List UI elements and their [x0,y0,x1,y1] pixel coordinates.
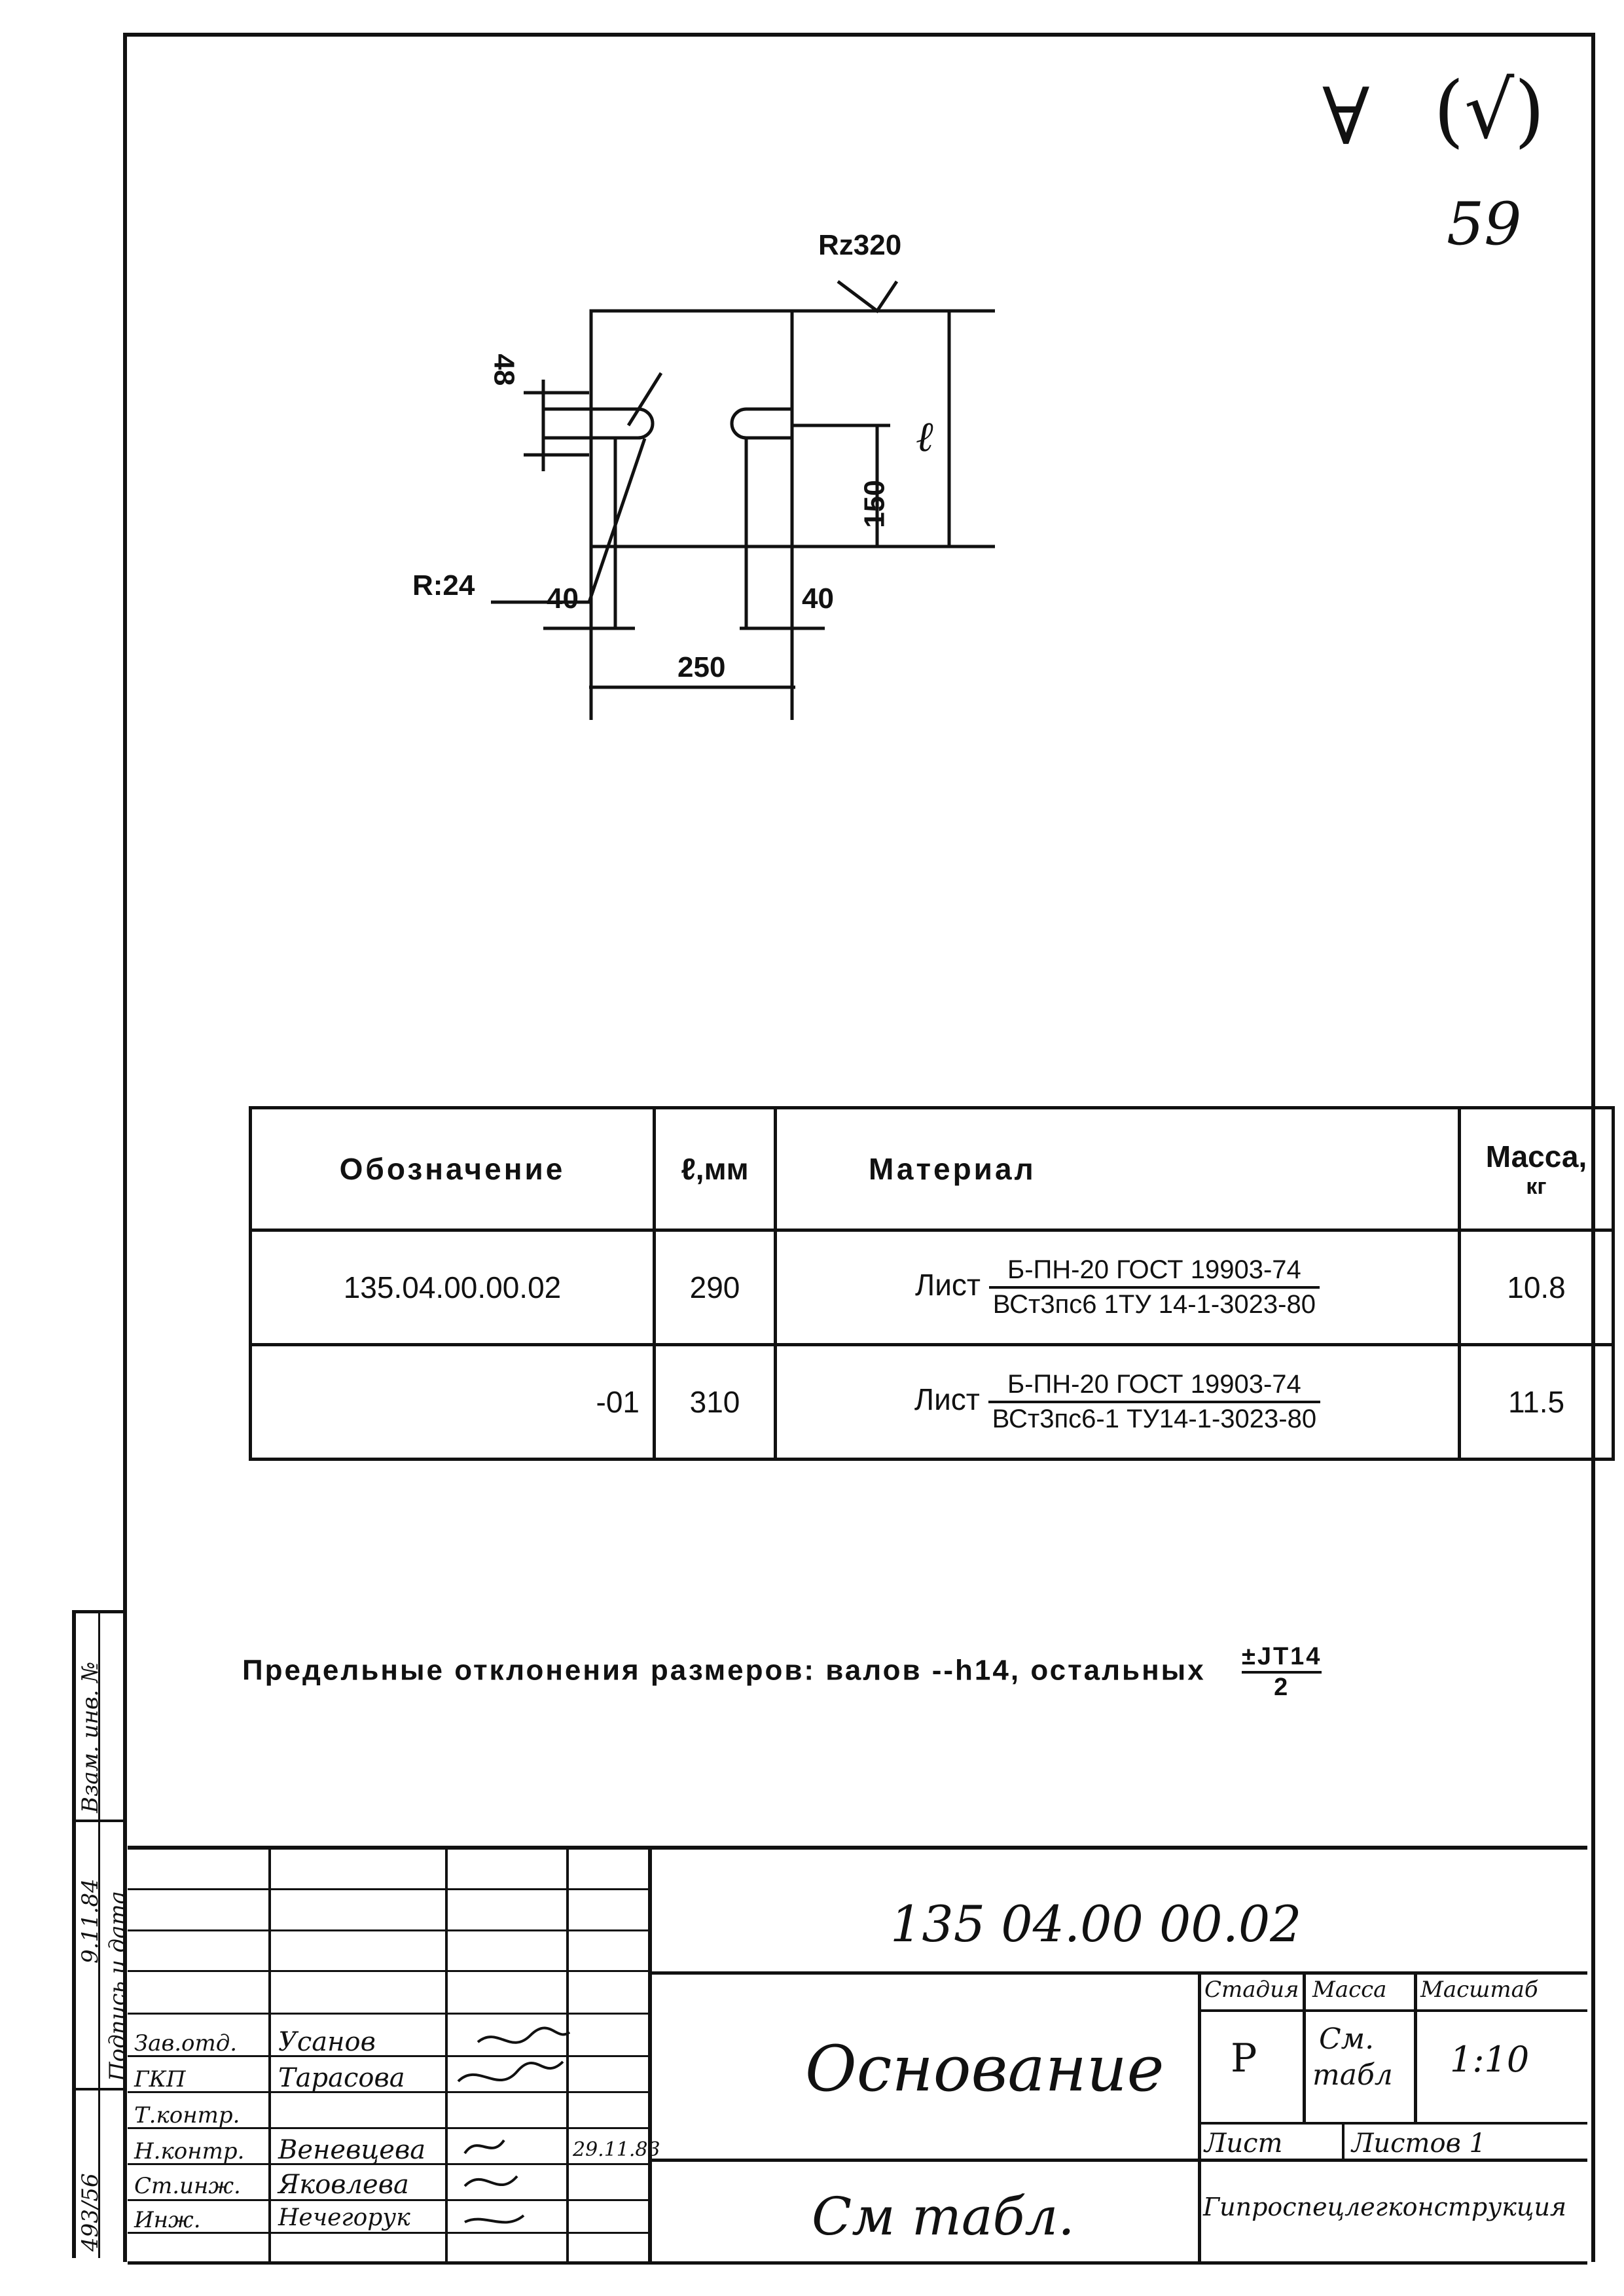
stamp-inv-value: 493/56 [77,2173,103,2251]
material-prefix: Лист [914,1382,980,1417]
dim-total-width: 250 [677,651,726,683]
header-mass-label: Масса, [1485,1139,1587,1174]
roughness-paren: (√) [1434,65,1545,156]
mass-value-top: См. [1319,2022,1375,2056]
dim-height: ℓ [916,412,935,461]
material-fraction: Б-ПН-20 ГОСТ 19903-74 ВСт3пс6 1ТУ 14-1-3… [988,1255,1320,1319]
part-drawing [491,280,995,720]
organization: Гипроспецлегконструкция [1203,2193,1567,2221]
material-prefix: Лист [915,1268,981,1302]
roughness-label: Rz320 [818,229,902,261]
scale-label: Масштаб [1420,1977,1538,2003]
spec-header-row: Обозначение ℓ,мм Материал Масса, кг [249,1106,1615,1232]
spec-table: Обозначение ℓ,мм Материал Масса, кг 135.… [249,1106,1615,1461]
sig-name: Яковлева [278,2170,409,2200]
sig-role: Ст.инж. [134,2173,241,2199]
mass-label: Масса [1312,1977,1387,2003]
material-top: Б-ПН-20 ГОСТ 19903-74 [988,1370,1321,1403]
tolerance-note: Предельные отклонения размеров: валов --… [242,1643,1322,1702]
stamp-label-inv: Взам. инв. № [77,1661,103,1813]
header-material: Материал [774,1106,1461,1232]
sig-role: Зав.отд. [134,2030,238,2056]
header-mass: Масса, кг [1458,1106,1615,1232]
sig-name: Веневцева [278,2135,426,2165]
material-ref: См табл. [812,2186,1075,2247]
material-fraction: Б-ПН-20 ГОСТ 19903-74 ВСт3пс6-1 ТУ14-1-3… [988,1370,1321,1434]
doc-number: 135 04.00 00.02 [890,1895,1302,1953]
material-bottom: ВСт3пс6 1ТУ 14-1-3023-80 [992,1290,1316,1319]
header-length: ℓ,мм [653,1106,777,1232]
signature-scribbles [457,2026,571,2224]
header-designation: Обозначение [249,1106,656,1232]
tolerance-fraction: ±JT14 2 [1241,1643,1322,1702]
sheet-label: Лист [1204,2128,1283,2159]
row-material: Лист Б-ПН-20 ГОСТ 19903-74 ВСт3пс6 1ТУ 1… [774,1229,1461,1346]
tolerance-fraction-bottom: 2 [1274,1674,1290,1701]
tolerance-fraction-top: ±JT14 [1241,1643,1322,1674]
header-mass-unit: кг [1526,1174,1547,1199]
stage-label: Стадия [1204,1977,1299,2003]
row-mass: 11.5 [1458,1343,1615,1461]
stamp-date-value: 9.11.84 [77,1878,103,1964]
tolerance-text: Предельные отклонения размеров: валов --… [242,1654,1206,1687]
table-row: -01 310 Лист Б-ПН-20 ГОСТ 19903-74 ВСт3п… [249,1343,1615,1461]
row-length: 310 [653,1343,777,1461]
stage-value: Р [1231,2036,1257,2081]
sheets-label: Листов 1 [1352,2128,1486,2159]
row-material: Лист Б-ПН-20 ГОСТ 19903-74 ВСт3пс6-1 ТУ1… [774,1343,1461,1461]
dim-slot-width: 48 [488,353,520,386]
sig-role: Инж. [134,2207,201,2233]
material-bottom: ВСт3пс6-1 ТУ14-1-3023-80 [992,1405,1317,1433]
row-designation: 135.04.00.00.02 [249,1229,656,1346]
page-number: 59 [1447,190,1522,259]
sig-name: Тарасова [278,2063,405,2093]
sig-role: Н.контр. [134,2138,245,2164]
roughness-symbol: ∀ [1322,72,1370,163]
sig-date: 29.11.83 [573,2138,660,2161]
row-designation: -01 [249,1343,656,1461]
sig-name: Усанов [278,2027,376,2057]
sig-role: ГКП [134,2066,186,2092]
row-length: 290 [653,1229,777,1346]
material-top: Б-ПН-20 ГОСТ 19903-74 [988,1255,1320,1289]
part-name: Основание [805,2032,1164,2106]
mass-value-bottom: табл [1312,2058,1393,2092]
scale-value: 1:10 [1450,2039,1530,2080]
dim-right-edge: 40 [802,583,834,615]
dim-left-edge: 40 [547,583,579,615]
dim-slot-center: 150 [858,480,891,528]
row-mass: 10.8 [1458,1229,1615,1346]
dim-radius: R:24 [412,569,475,601]
stamp-label-date: Подпись и дата [105,1891,131,2081]
sig-role: Т.контр. [134,2102,240,2128]
sig-name: Нечегорук [278,2204,410,2231]
table-row: 135.04.00.00.02 290 Лист Б-ПН-20 ГОСТ 19… [249,1229,1615,1346]
